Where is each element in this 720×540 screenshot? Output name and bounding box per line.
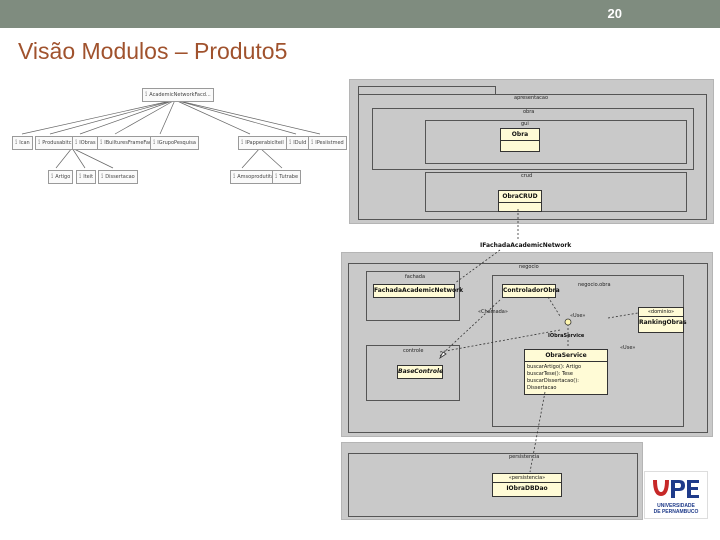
interface-icon: ⟟ (311, 139, 314, 146)
apresentacao-panel: apresentacao obra gui Obra crud ObraCRUD (349, 79, 714, 224)
negocio-panel: negocio fachada FachadaAcademicNetwork n… (341, 252, 713, 437)
slide-title: Visão Modulos – Produto5 (18, 38, 288, 64)
tree-node: ⟟Artigo (48, 170, 74, 184)
tree-node: ⟟Tutrabe (272, 170, 302, 184)
use-label: «Use» (570, 313, 586, 319)
ranking-obras-class[interactable]: «dominio» RankingObras (638, 307, 687, 333)
package-label: fachada (405, 274, 426, 280)
interface-icon: ⟟ (51, 173, 54, 180)
interface-label: IFachadaAcademicNetwork (480, 242, 572, 249)
tree-node: ⟟IDuld (286, 136, 310, 150)
interface-icon: ⟟ (289, 139, 292, 146)
tree-node: ⟟IGrupoPesquisa (150, 136, 199, 150)
base-controle-class[interactable]: BaseControle (397, 365, 443, 379)
obra-service-class[interactable]: ObraService buscarArtigo(): Artigo busca… (524, 349, 608, 395)
tree-connectors (21, 99, 321, 169)
package-label: apresentacao (514, 95, 549, 101)
interface-icon: ⟟ (241, 139, 244, 146)
tree-node: ⟟Iteit (76, 170, 97, 184)
obra-crud-class[interactable]: ObraCRUD (498, 190, 542, 212)
interface-icon: ⟟ (145, 91, 148, 98)
package-tab (358, 86, 496, 95)
package-label: persistencia (509, 454, 540, 460)
fachada-package: fachada (366, 271, 460, 321)
tree-node: ⟟Ican (12, 136, 33, 150)
controle-package: controle (366, 345, 460, 401)
package-label: negocio (519, 264, 539, 270)
interface-icon: ⟟ (153, 139, 156, 146)
slide-header-bar: 20 (0, 0, 720, 28)
tree-node: ⟟IPesiistmed (308, 136, 347, 150)
persistencia-panel: persistencia «persistencia» IObraDBDao (341, 442, 643, 520)
tree-node: ⟟IObras (72, 136, 99, 150)
interface-icon: ⟟ (233, 173, 236, 180)
fachada-class[interactable]: FachadaAcademicNetwork (373, 284, 463, 298)
iobra-dbdao-class[interactable]: «persistencia» IObraDBDao (492, 473, 562, 497)
upe-logo: UNIVERSIDADE DE PERNAMBUCO (644, 471, 708, 519)
package-label: obra (523, 109, 535, 115)
persistencia-package: persistencia (348, 453, 638, 517)
use-label: «Use» (620, 345, 636, 351)
iobra-service-label: IObraService (548, 333, 585, 339)
interface-icon: ⟟ (15, 139, 18, 146)
package-label: gui (521, 121, 529, 127)
gui-package: gui (425, 120, 687, 164)
interface-icon: ⟟ (38, 139, 41, 146)
slide-number: 20 (607, 6, 622, 21)
interface-icon: ⟟ (275, 173, 278, 180)
call-label: «Chamada» (478, 309, 508, 315)
upe-logo-mark-icon (653, 480, 699, 498)
crud-package: crud (425, 172, 687, 212)
service-operations: buscarArtigo(): Artigo buscarTese(): Tes… (527, 364, 582, 391)
interface-icon: ⟟ (100, 139, 103, 146)
tree-node: ⟟Dissertacao (98, 170, 138, 184)
package-label: crud (521, 173, 533, 179)
interface-icon: ⟟ (101, 173, 104, 180)
controlador-obra-class[interactable]: ControladorObra (502, 284, 560, 298)
package-label: negocio.obra (578, 282, 611, 288)
module-tree-diagram: ⟟AcademicNetworkFacd... ⟟Ican ⟟Produsabi… (10, 86, 347, 186)
package-label: controle (403, 348, 424, 354)
obra-package: obra (372, 108, 694, 170)
upe-logo-text: UNIVERSIDADE DE PERNAMBUCO (653, 503, 699, 515)
apresentacao-package: apresentacao (358, 94, 707, 220)
interface-icon: ⟟ (79, 173, 82, 180)
interface-icon: ⟟ (75, 139, 78, 146)
negocio-package: negocio (348, 263, 708, 433)
negocio-obra-package: negocio.obra (492, 275, 684, 427)
obra-class[interactable]: Obra (500, 128, 540, 152)
tree-root-node: ⟟AcademicNetworkFacd... (142, 88, 214, 102)
